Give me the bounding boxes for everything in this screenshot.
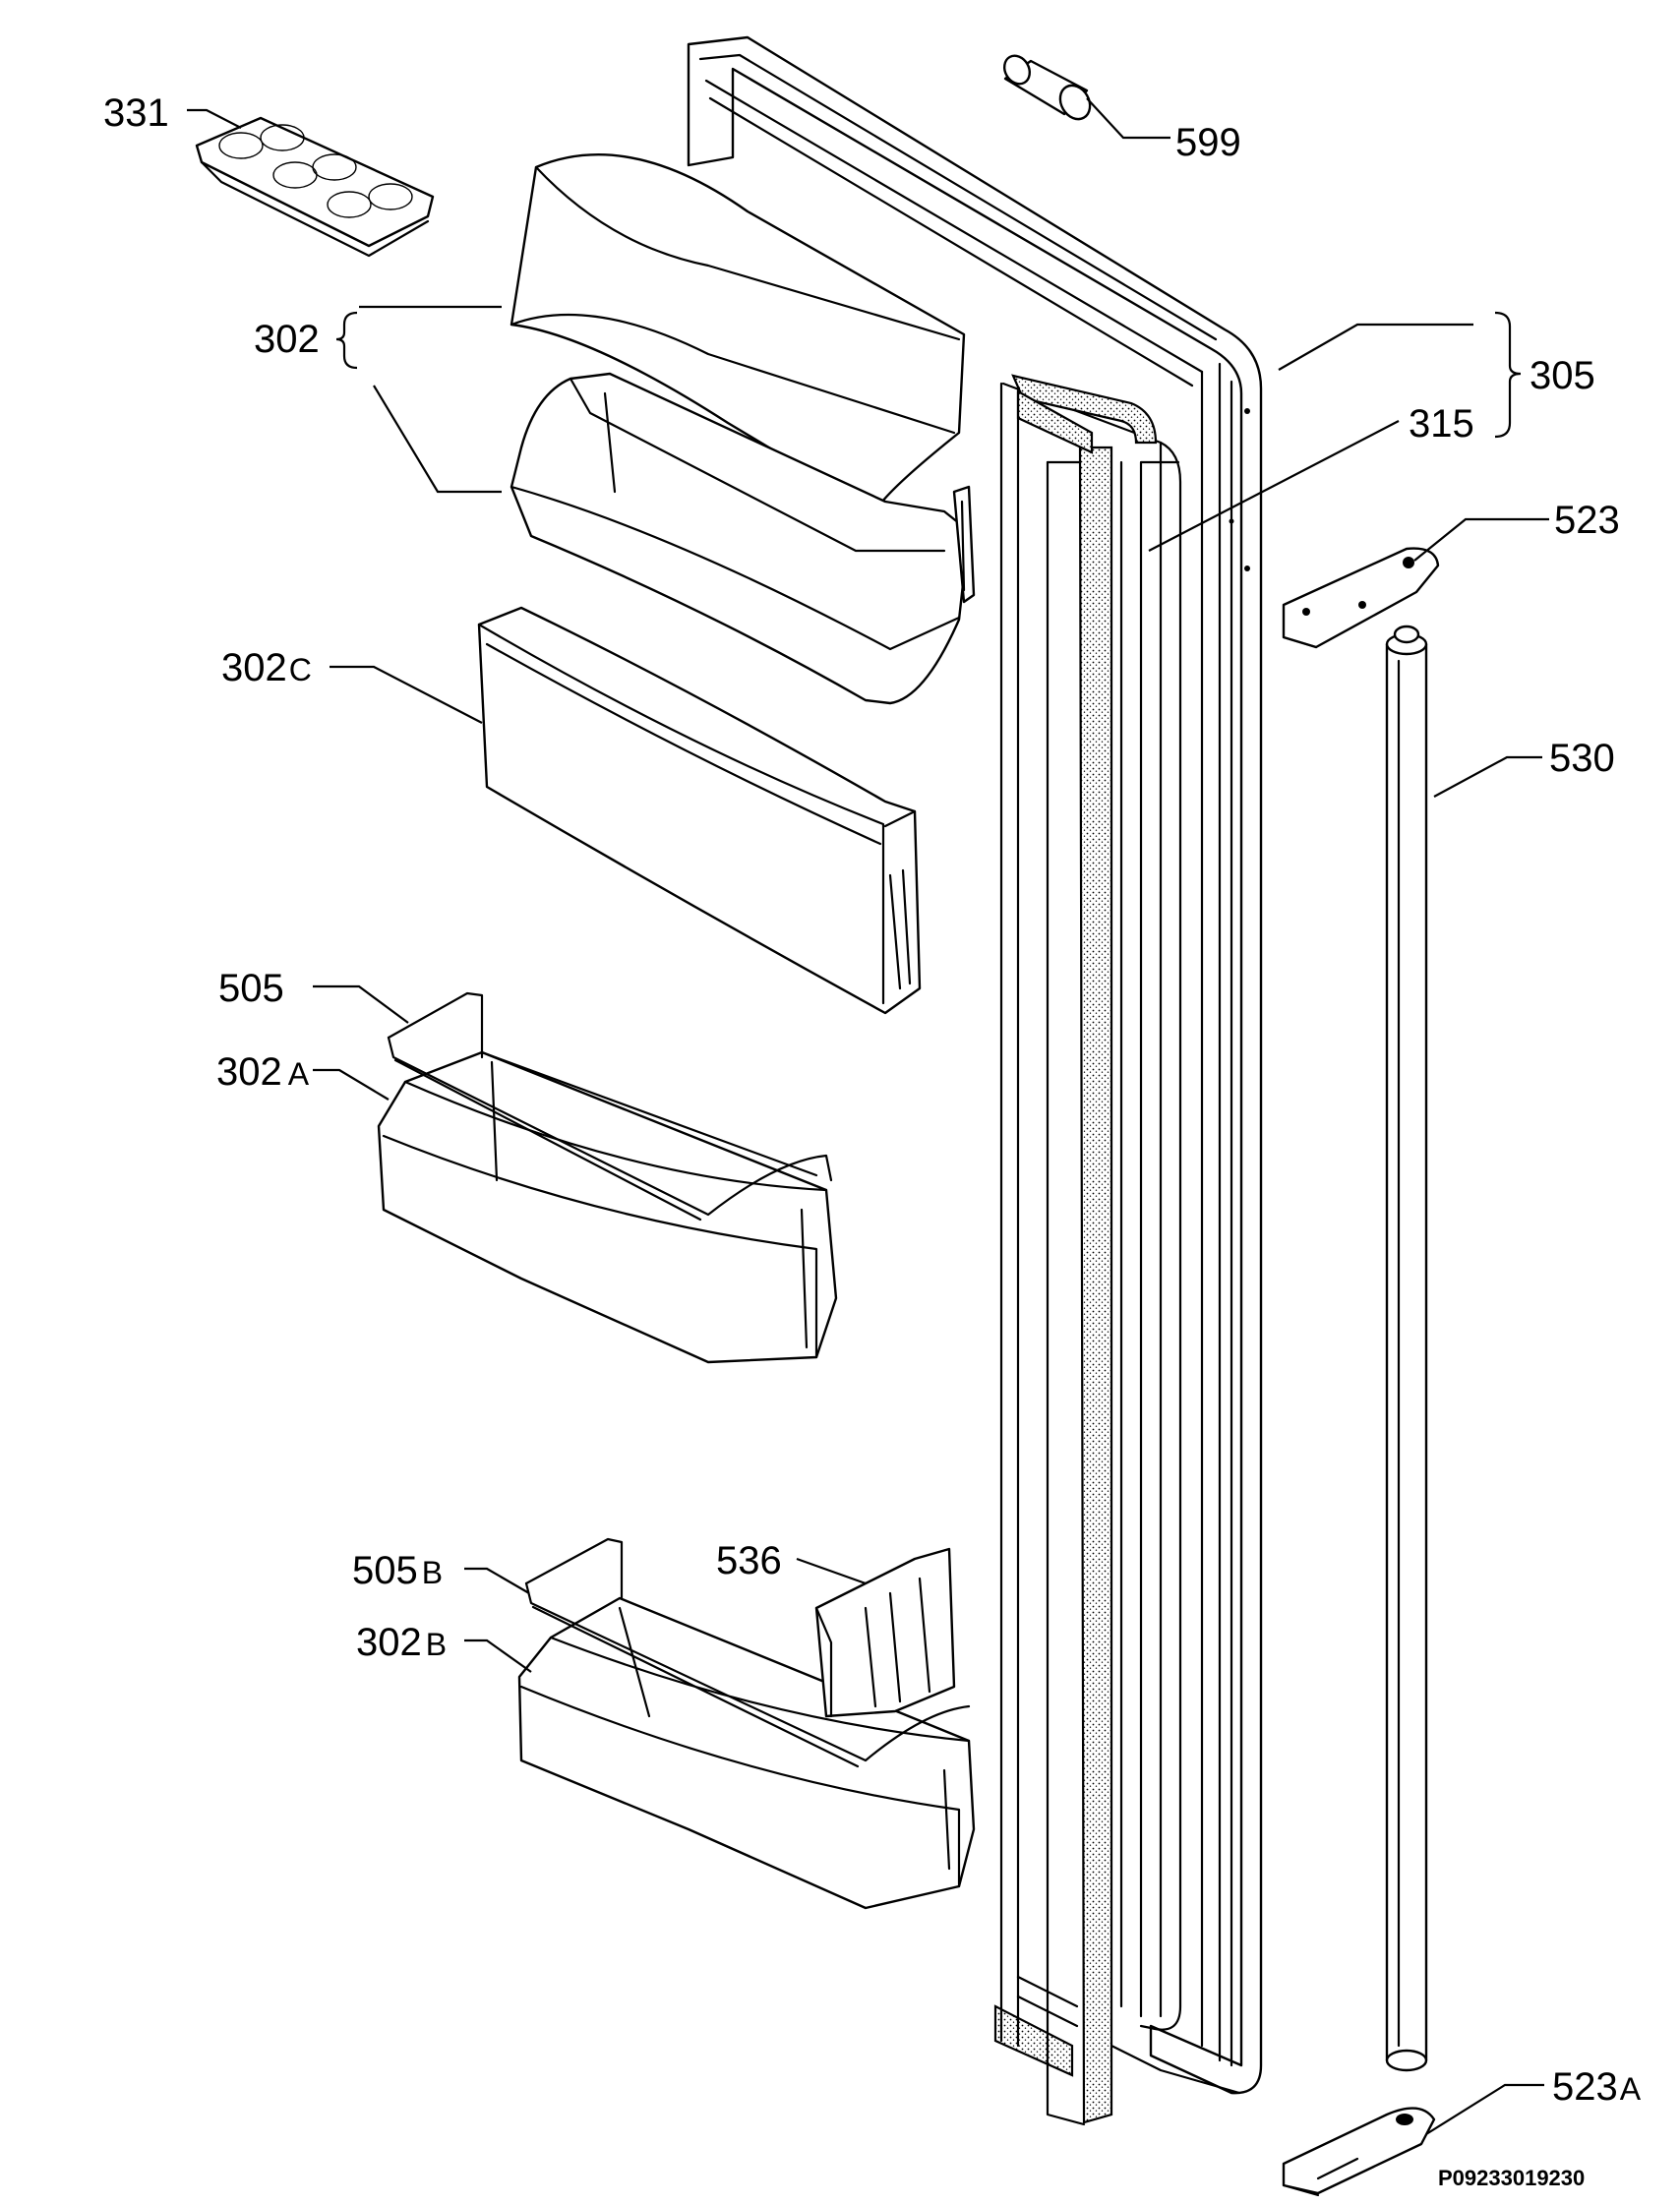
part-label-315: 315 — [1409, 402, 1474, 446]
part-labels: 331 599 302 305 315 523 302C 530 505 302… — [103, 91, 1642, 2109]
door-panel-305 — [687, 35, 1263, 2095]
door-seal-315 — [993, 374, 1241, 2126]
hinge-bracket-523a — [1282, 2107, 1436, 2197]
part-label-302: 302 — [254, 318, 320, 361]
shelf-rail-505 — [387, 991, 833, 1222]
hinge-rod-530 — [1385, 625, 1428, 2072]
part-label-523a: 523A — [1552, 2065, 1642, 2109]
shelf-rail-505b — [524, 1537, 971, 1768]
part-label-523: 523 — [1554, 499, 1620, 542]
part-label-302c: 302C — [221, 646, 312, 689]
egg-tray-331 — [195, 116, 435, 258]
bottle-shelf-302b — [517, 1596, 976, 1910]
leader-lines — [187, 97, 1549, 2135]
part-label-305: 305 — [1530, 354, 1595, 397]
hinge-bracket-523 — [1282, 547, 1440, 649]
shelf-cover-302c — [477, 606, 922, 1015]
part-label-599: 599 — [1175, 121, 1241, 164]
bottle-shelf-302a — [377, 1050, 838, 1364]
drawing-reference-number: P09233019230 — [1438, 2166, 1585, 2190]
part-label-530: 530 — [1549, 737, 1615, 780]
bottle-divider-536 — [814, 1547, 956, 1718]
part-label-536: 536 — [716, 1539, 782, 1582]
part-label-505: 505 — [218, 967, 284, 1010]
roller-599 — [1002, 54, 1092, 121]
butter-compartment-302 — [510, 153, 976, 705]
part-label-331: 331 — [103, 91, 169, 135]
